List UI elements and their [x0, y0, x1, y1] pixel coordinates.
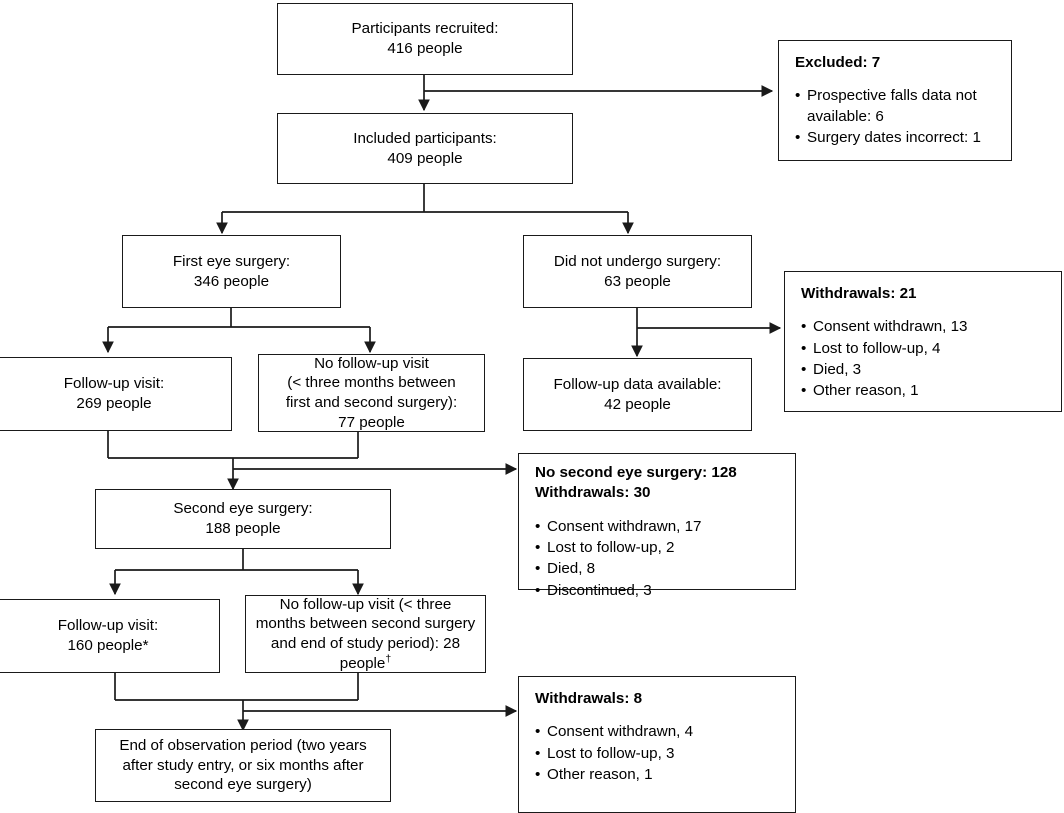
node-line: Did not undergo surgery:: [553, 252, 722, 270]
node-line: (< three months between: [287, 374, 456, 392]
list-item: Consent withdrawn, 13: [801, 317, 1047, 338]
node-text: End of observation period (two years aft…: [119, 736, 367, 794]
list-item: Surgery dates incorrect: 1: [795, 128, 997, 149]
sidebox-heading: Withdrawals: 21: [801, 285, 917, 302]
sidebox-no-second-eye-surgery: No second eye surgery: 128 Withdrawals: …: [518, 453, 796, 602]
node-line: 63 people: [604, 272, 671, 290]
node-followup-data-available: Follow-up data available: 42 people: [523, 358, 752, 431]
list-item: Consent withdrawn, 4: [535, 722, 781, 743]
node-line: Follow-up visit:: [63, 375, 165, 393]
dagger-marker: †: [385, 652, 392, 665]
sidebox-heading-secondary: Withdrawals: 30: [535, 484, 651, 502]
node-line: Second eye surgery:: [173, 500, 313, 518]
node-line: 42 people: [604, 395, 671, 413]
list-item: Died, 8: [535, 559, 781, 580]
list-item: Lost to follow-up, 2: [535, 538, 781, 559]
list-item: Other reason, 1: [535, 765, 781, 786]
node-line: 346 people: [193, 272, 270, 290]
node-end-of-observation-period: End of observation period (two years aft…: [95, 729, 391, 802]
node-line: Follow-up data available:: [553, 375, 722, 393]
node-line: 160 people*: [67, 637, 149, 654]
list-item: Consent withdrawn, 17: [535, 517, 781, 538]
node-line: first and second surgery):: [285, 394, 458, 411]
list-item: Lost to follow-up, 4: [801, 339, 1047, 360]
node-second-eye-surgery: Second eye surgery: 188 people: [95, 489, 391, 549]
node-line: 77 people: [338, 413, 405, 431]
node-line: First eye surgery:: [172, 252, 291, 270]
sidebox-heading: Withdrawals: 8: [535, 690, 643, 707]
node-line: 188 people: [205, 520, 281, 537]
sidebox-excluded: Excluded: 7 Prospective falls data not a…: [778, 40, 1012, 161]
node-line: 416 people: [387, 40, 463, 57]
node-participants-recruited: Participants recruited: 416 people: [277, 3, 573, 75]
sidebox-list: Consent withdrawn, 4 Lost to follow-up, …: [535, 722, 781, 785]
node-line: 409 people: [387, 149, 463, 167]
node-line: Included participants:: [353, 129, 497, 147]
list-item: Prospective falls data not available: 6: [795, 86, 997, 127]
node-text: No follow-up visit (< three months betwe…: [255, 595, 476, 672]
node-no-followup-visit-second: No follow-up visit (< three months betwe…: [245, 595, 486, 673]
node-did-not-undergo-surgery: Did not undergo surgery: 63 people: [523, 235, 752, 308]
node-line: Follow-up visit:: [57, 617, 159, 635]
list-item: Other reason, 1: [801, 381, 1047, 402]
node-line: No follow-up visit: [314, 354, 429, 372]
node-line: 269 people: [76, 395, 152, 412]
node-included-participants: Included participants: 409 people: [277, 113, 573, 184]
node-no-followup-visit-first: No follow-up visit (< three months betwe…: [258, 354, 485, 432]
sidebox-list: Consent withdrawn, 17 Lost to follow-up,…: [535, 517, 781, 602]
node-first-eye-surgery: First eye surgery: 346 people: [122, 235, 341, 308]
sidebox-withdrawals-third: Withdrawals: 8 Consent withdrawn, 4 Lost…: [518, 676, 796, 813]
node-followup-visit-first: Follow-up visit: 269 people: [0, 357, 232, 431]
list-item: Lost to follow-up, 3: [535, 744, 781, 765]
list-item: Died, 3: [801, 360, 1047, 381]
sidebox-withdrawals-first: Withdrawals: 21 Consent withdrawn, 13 Lo…: [784, 271, 1062, 412]
list-item: Discontinued, 3: [535, 581, 781, 602]
sidebox-list: Prospective falls data not available: 6 …: [795, 86, 997, 148]
sidebox-heading: Excluded: 7: [795, 54, 881, 71]
node-line: Participants recruited:: [351, 20, 499, 38]
sidebox-heading: No second eye surgery: 128: [535, 464, 737, 481]
sidebox-list: Consent withdrawn, 13 Lost to follow-up,…: [801, 317, 1047, 402]
node-followup-visit-second: Follow-up visit: 160 people*: [0, 599, 220, 673]
